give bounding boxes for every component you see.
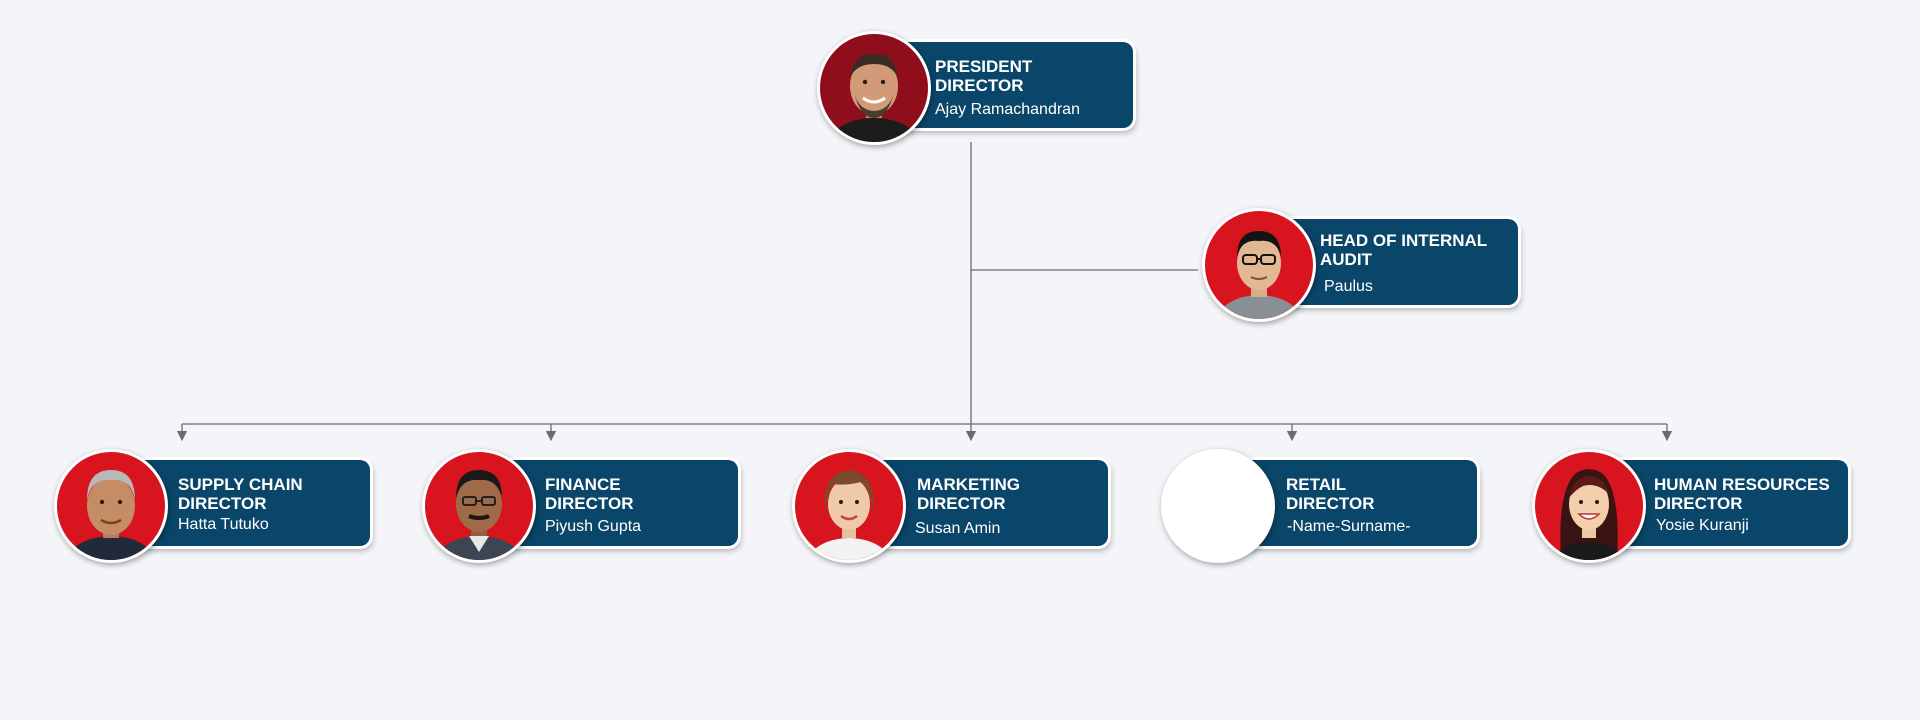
man-glasses-photo-icon (1202, 208, 1316, 322)
marketing-director-name: Susan Amin (915, 520, 1001, 537)
empty-placeholder-photo-icon (1161, 449, 1275, 563)
head-of-internal-audit-name: Paulus (1324, 278, 1373, 295)
node-finance-director[interactable]: FINANCE DIRECTOR Piyush Gupta (422, 449, 742, 563)
node-supply-chain-director[interactable]: SUPPLY CHAIN DIRECTOR Hatta Tutuko (54, 449, 374, 563)
head-of-internal-audit-title: HEAD OF INTERNAL AUDIT (1320, 231, 1488, 269)
retail-director-name: -Name-Surname- (1287, 518, 1411, 535)
retail-director-title: RETAIL DIRECTOR (1286, 475, 1375, 513)
node-president-director[interactable]: PRESIDENT DIRECTOR Ajay Ramachandran (817, 31, 1137, 145)
finance-director-title: FINANCE DIRECTOR (545, 475, 634, 513)
human-resources-director-title: HUMAN RESOURCES DIRECTOR (1654, 475, 1830, 513)
human-resources-director-name: Yosie Kuranji (1656, 517, 1749, 534)
supply-chain-director-name: Hatta Tutuko (178, 516, 269, 533)
man-gray-hair-photo-icon (54, 449, 168, 563)
woman-long-hair-photo-icon (1532, 449, 1646, 563)
node-retail-director[interactable]: RETAIL DIRECTOR -Name-Surname- (1161, 449, 1481, 563)
supply-chain-director-title: SUPPLY CHAIN DIRECTOR (178, 475, 303, 513)
woman-short-hair-photo-icon (792, 449, 906, 563)
node-head-of-internal-audit[interactable]: HEAD OF INTERNAL AUDIT Paulus (1202, 208, 1522, 322)
finance-director-name: Piyush Gupta (545, 518, 642, 535)
man-glasses-suit-photo-icon (422, 449, 536, 563)
node-human-resources-director[interactable]: HUMAN RESOURCES DIRECTOR Yosie Kuranji (1532, 449, 1852, 563)
node-marketing-director[interactable]: MARKETING DIRECTOR Susan Amin (792, 449, 1112, 563)
marketing-director-title: MARKETING DIRECTOR (917, 475, 1020, 513)
man-smiling-beard-photo-icon (817, 31, 931, 145)
president-director-title: PRESIDENT DIRECTOR (935, 57, 1033, 95)
president-director-name: Ajay Ramachandran (935, 101, 1080, 118)
